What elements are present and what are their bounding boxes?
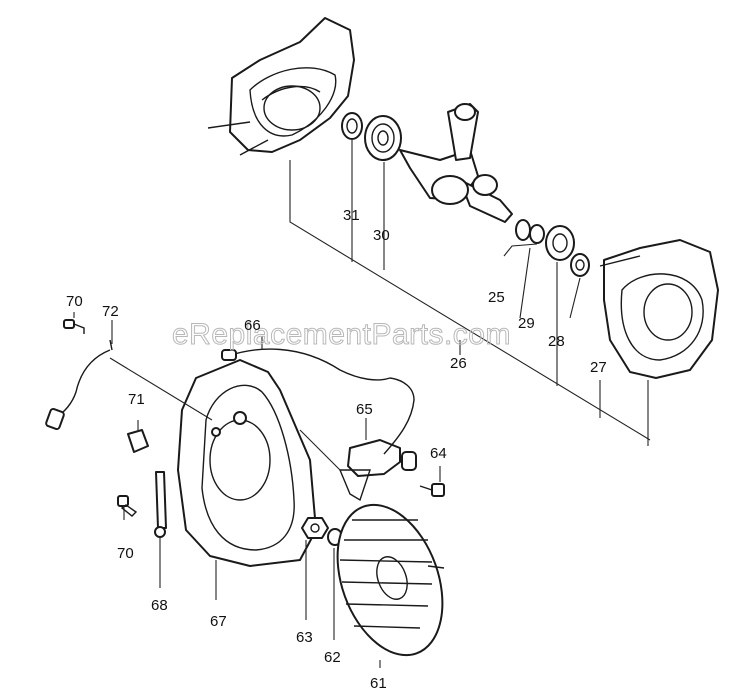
bearing-29	[545, 225, 575, 261]
part-label-67: 67	[210, 613, 227, 630]
fan-housing-67	[177, 359, 317, 567]
bearing-30	[364, 115, 402, 161]
part-label-25: 25	[488, 289, 505, 306]
screw-70-lower	[117, 495, 138, 517]
grommet-71	[127, 429, 149, 453]
part-label-62: 62	[324, 649, 341, 666]
part-label-70-lower: 70	[117, 545, 134, 562]
washer-25	[515, 219, 545, 244]
stop-switch-wire-72	[45, 339, 113, 431]
crankcase-right-half	[599, 239, 719, 379]
part-label-70-upper: 70	[66, 293, 83, 310]
part-label-66: 66	[244, 317, 261, 334]
crankcase-left-half	[207, 17, 355, 156]
part-label-63: 63	[296, 629, 313, 646]
wire-clip-68	[154, 471, 167, 538]
part-label-27: 27	[590, 359, 607, 376]
part-label-31: 31	[343, 207, 360, 224]
bolt-64	[419, 483, 445, 497]
ignition-coil-65	[338, 377, 417, 502]
screw-70-upper	[63, 319, 85, 334]
part-label-29: 29	[518, 315, 535, 332]
part-label-71: 71	[128, 391, 145, 408]
leader-lines	[73, 140, 651, 668]
part-label-72: 72	[102, 303, 119, 320]
nut-63	[301, 517, 329, 539]
bearing-31	[341, 112, 363, 140]
flywheel-61	[336, 503, 445, 657]
watermark: eReplacementParts.com	[172, 318, 511, 351]
seal-28	[570, 253, 590, 277]
part-labels: 31 30 25 29 28 26 27 70 72 66 71 65 64 7…	[66, 207, 607, 692]
part-label-28: 28	[548, 333, 565, 350]
part-label-64: 64	[430, 445, 447, 462]
part-label-65: 65	[356, 401, 373, 418]
part-label-61: 61	[370, 675, 387, 692]
part-label-26: 26	[450, 355, 467, 372]
spark-plug-wire-66	[221, 348, 391, 381]
part-label-30: 30	[373, 227, 390, 244]
crankshaft	[399, 103, 513, 223]
part-label-68: 68	[151, 597, 168, 614]
